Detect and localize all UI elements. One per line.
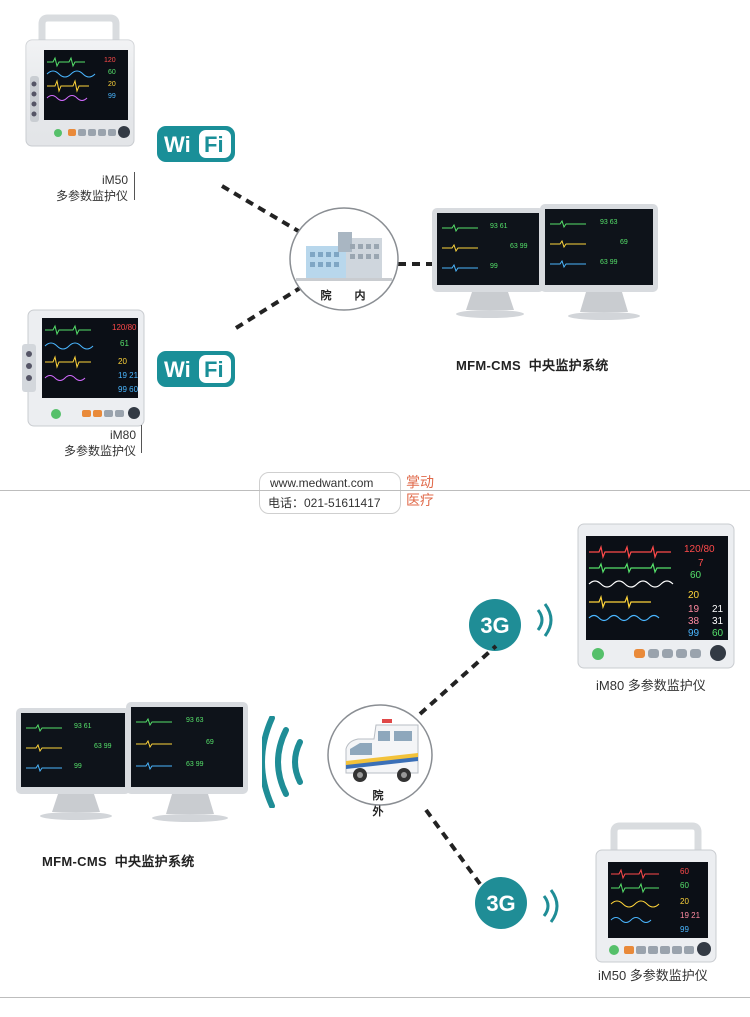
cms-monitors-top: 93 61 63 99 99 93 63 69 63 99 (430, 204, 660, 324)
svg-text:63 99: 63 99 (510, 243, 528, 250)
reading-hr: 7 (698, 558, 704, 569)
wifi-wi-text: Wi (164, 132, 191, 157)
im80-label-divider (141, 425, 142, 453)
wifi-badge-1: Wi Fi (156, 125, 236, 163)
top-connectors (220, 184, 436, 330)
hospital-hub (288, 206, 400, 312)
reading-r5: 99 (688, 628, 700, 639)
reading-r4: 31 (712, 616, 724, 627)
im80-label: iM80 多参数监护仪 (40, 427, 136, 459)
im50-label: iM50 多参数监护仪 (40, 172, 128, 204)
bottom-connectors (418, 644, 498, 886)
svg-text:60: 60 (108, 69, 116, 76)
cms-label-top: MFM-CMS 中央监护系统 (456, 358, 609, 373)
wifi-wi-text-2: Wi (164, 357, 191, 382)
svg-text:120/80: 120/80 (112, 323, 137, 332)
badge-3g-top: 3G (468, 598, 522, 652)
svg-text:99 60: 99 60 (118, 385, 139, 394)
svg-text:63 99: 63 99 (600, 259, 618, 266)
im80-model: iM80 (109, 428, 136, 442)
im80-desc: 多参数监护仪 (63, 444, 136, 458)
ambulance-hub (326, 703, 434, 807)
svg-text:60: 60 (680, 881, 689, 890)
reading-r6: 60 (712, 628, 724, 639)
svg-text:63 99: 63 99 (186, 761, 204, 768)
wifi-fi-text: Fi (204, 132, 224, 157)
svg-text:99: 99 (74, 763, 82, 770)
svg-text:93 61: 93 61 (74, 723, 92, 730)
cms-label-bottom: MFM-CMS 中央监护系统 (42, 854, 195, 869)
reading-spo2: 60 (690, 570, 702, 581)
cms-monitors-bottom: 93 61 63 99 99 93 63 69 63 99 (14, 700, 250, 826)
watermark-box (259, 472, 401, 514)
reading-temp: 20 (688, 590, 700, 601)
svg-text:69: 69 (206, 739, 214, 746)
svg-text:93 63: 93 63 (186, 717, 204, 724)
im80-monitor-image-bottom: 120/80 7 60 20 19 21 38 31 99 60 (576, 522, 736, 670)
svg-text:60: 60 (680, 867, 689, 876)
reading-r1: 19 (688, 604, 700, 615)
ambulance-hub-label: 院 外 (372, 790, 402, 818)
svg-text:93 63: 93 63 (600, 219, 618, 226)
svg-text:99: 99 (680, 925, 689, 934)
svg-text:20: 20 (680, 897, 689, 906)
svg-text:120: 120 (104, 57, 116, 64)
watermark-phone: 电话：021-51611417 (268, 496, 381, 510)
im80-monitor-image-top: 120/80 61 20 19 21 99 60 (20, 308, 148, 428)
im50-desc: 多参数监护仪 (55, 189, 128, 203)
svg-text:19 21: 19 21 (680, 911, 701, 920)
wifi-badge-2: Wi Fi (156, 350, 236, 388)
badge-3g-top-text: 3G (480, 613, 509, 638)
im50-monitor-image-bottom: 60 60 20 19 21 99 (592, 822, 720, 964)
bottom-divider (0, 997, 750, 998)
im50-bottom-label: iM50 多参数监护仪 (598, 968, 708, 983)
im50-model: iM50 (101, 173, 128, 187)
im50-label-divider (134, 172, 135, 200)
svg-text:20: 20 (108, 81, 116, 88)
im80-bottom-label: iM80 多参数监护仪 (596, 678, 706, 693)
reading-r2: 21 (712, 604, 724, 615)
svg-text:99: 99 (490, 263, 498, 270)
reading-r3: 38 (688, 616, 700, 627)
badge-3g-bottom: 3G (474, 876, 528, 930)
badge-3g-bottom-text: 3G (486, 891, 515, 916)
wifi-fi-text-2: Fi (204, 357, 224, 382)
signal-icon-bottom (538, 884, 564, 928)
signal-icon-top (532, 598, 558, 642)
svg-text:69: 69 (620, 239, 628, 246)
watermark-brand-2: 医疗 (406, 492, 434, 508)
section-divider (0, 490, 750, 491)
im50-monitor-image: 120 60 20 99 (20, 14, 140, 149)
svg-text:63 99: 63 99 (94, 743, 112, 750)
watermark-brand-1: 掌动 (406, 474, 434, 490)
svg-text:99: 99 (108, 93, 116, 100)
watermark-url: www.medwant.com (270, 476, 374, 490)
reading-nibp: 120/80 (684, 544, 715, 555)
hospital-hub-label: 院 内 (320, 290, 376, 302)
svg-text:61: 61 (120, 339, 129, 348)
svg-text:20: 20 (118, 357, 127, 366)
signal-arcs-large (259, 715, 322, 809)
svg-text:19 21: 19 21 (118, 371, 139, 380)
svg-text:93 61: 93 61 (490, 223, 508, 230)
